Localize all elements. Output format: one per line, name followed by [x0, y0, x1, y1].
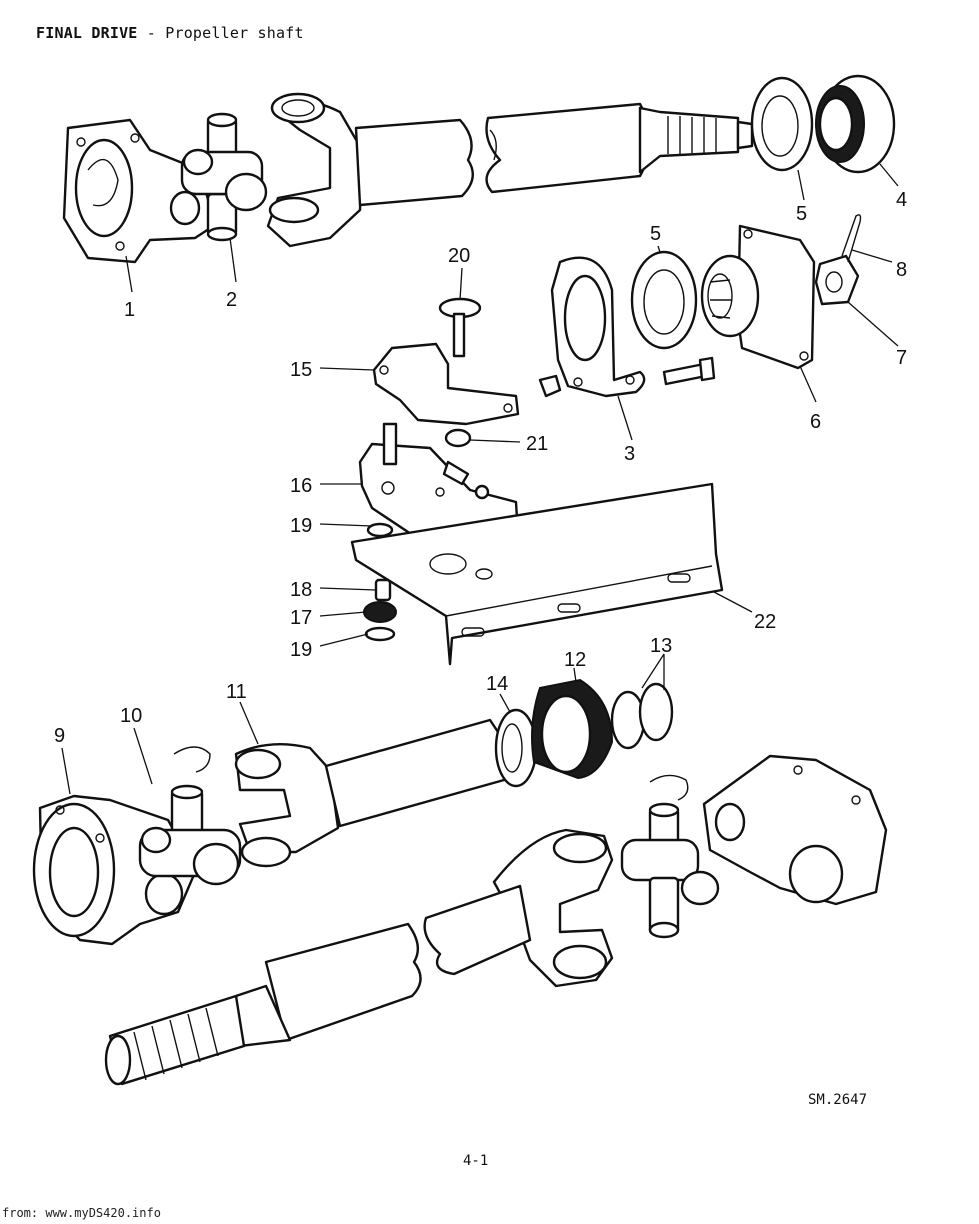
callout-6: 6 [810, 411, 821, 433]
callout-12: 12 [564, 649, 586, 671]
callout-20: 20 [448, 245, 470, 267]
lower-universal-joint-spider-right [620, 802, 720, 939]
callout-19-upper: 19 [290, 515, 312, 537]
bolt-and-nut-bearing [538, 356, 716, 398]
callout-13: 13 [650, 635, 672, 657]
rubber-mounts-17-18-19 [363, 522, 397, 642]
support-bracket-15 [372, 342, 520, 426]
callout-5-upper: 5 [796, 203, 807, 225]
callout-17: 17 [290, 607, 312, 629]
callout-3: 3 [624, 443, 635, 465]
page-title: FINAL DRIVE - Propeller shaft [36, 24, 304, 42]
rubber-boot-12 [531, 678, 614, 780]
callout-15: 15 [290, 359, 312, 381]
split-pin-8 [841, 214, 862, 263]
circlip-lower-left [173, 746, 211, 773]
castellated-nut-7 [814, 254, 860, 306]
callout-11: 11 [226, 681, 247, 703]
callout-8: 8 [896, 259, 907, 281]
callout-16: 16 [290, 475, 312, 497]
upper-shaft-tube [354, 102, 754, 207]
callout-14: 14 [486, 673, 508, 695]
lower-flange-yoke-9 [32, 794, 198, 946]
lower-universal-joint-spider-10 [138, 784, 242, 886]
callout-4: 4 [896, 189, 907, 211]
mounting-plate-22 [350, 482, 724, 666]
callout-22: 22 [754, 611, 776, 633]
callout-7: 7 [896, 347, 907, 369]
callout-5-lower: 5 [650, 223, 661, 245]
callout-19-lower: 19 [290, 639, 312, 661]
rings-13 [610, 682, 674, 750]
bearing-mounting-plate-3 [550, 256, 646, 398]
callout-1: 1 [124, 299, 135, 321]
bearing-14 [494, 708, 538, 788]
grease-seal-retainer-5-upper [750, 76, 814, 172]
callout-18: 18 [290, 579, 312, 601]
circlip-lower-right [649, 774, 689, 801]
lower-shaft-yoke [492, 828, 614, 988]
page-title-subject: - Propeller shaft [137, 24, 304, 42]
centre-bearing-housing-6 [700, 224, 816, 370]
nut-21 [444, 428, 472, 448]
upper-universal-joint-spider [180, 112, 268, 242]
dust-cover-5 [630, 250, 698, 350]
lower-flange-yoke-right [702, 754, 888, 906]
lower-shaft-tube [104, 884, 532, 1086]
drawing-reference: SM.2647 [808, 1092, 868, 1108]
grease-seal-4 [815, 74, 896, 174]
callout-21: 21 [526, 433, 548, 455]
callout-9: 9 [54, 725, 65, 747]
upper-shaft-yoke [266, 92, 364, 248]
page-number: 4-1 [463, 1153, 489, 1169]
page-title-section: FINAL DRIVE [36, 24, 138, 42]
upper-flange-yoke [62, 118, 217, 264]
callout-2: 2 [226, 289, 237, 311]
sliding-yoke-shaft-11 [234, 718, 508, 868]
leader-lines [61, 163, 899, 795]
callout-labels: 1 2 3 4 5 5 6 7 8 9 10 11 12 13 14 15 16… [54, 189, 907, 747]
source-credit: from: www.myDS420.info [2, 1206, 161, 1220]
carriage-bolt-20 [438, 297, 482, 358]
callout-10: 10 [120, 705, 142, 727]
